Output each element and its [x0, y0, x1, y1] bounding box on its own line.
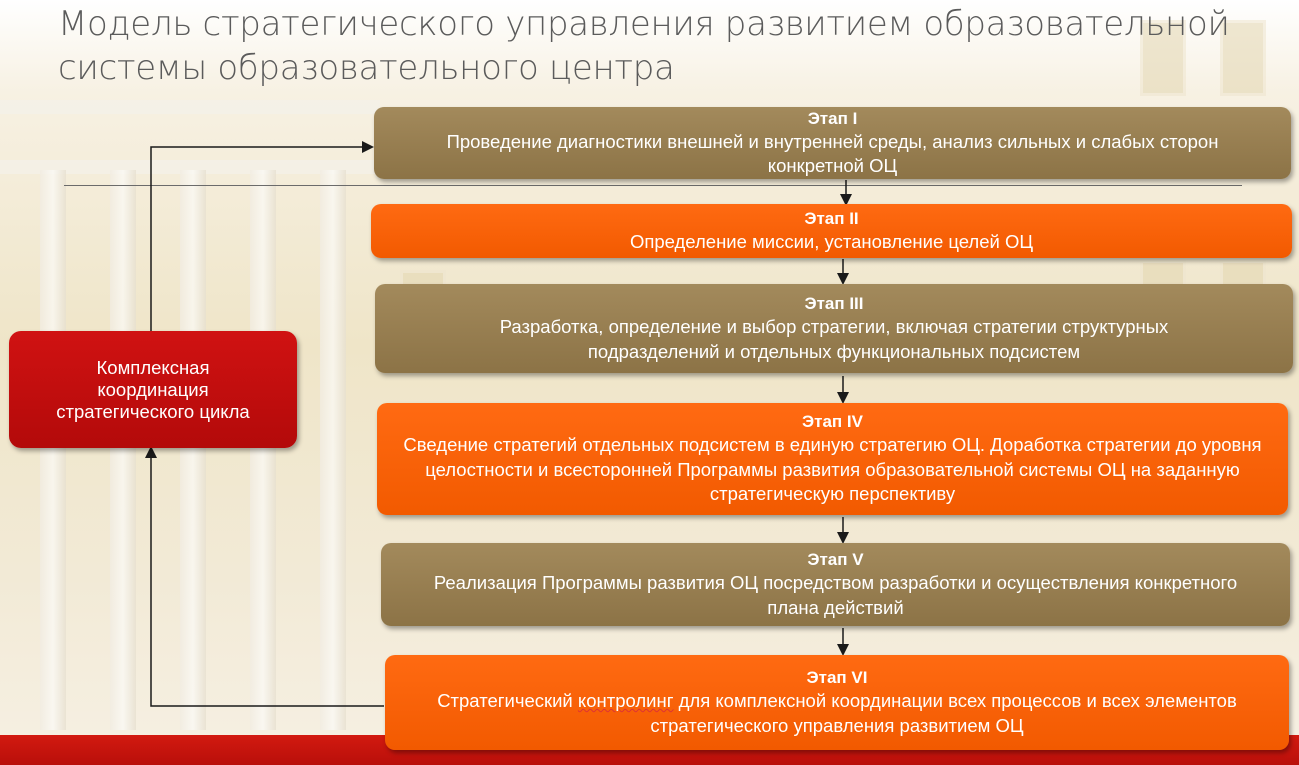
stage-1: Этап I Проведение диагностики внешней и …	[374, 107, 1291, 179]
stage-5-heading: Этап V	[807, 550, 864, 569]
stage-4-text: Сведение стратегий отдельных подсистем в…	[403, 434, 1262, 505]
stage-6-text-c: для комплексной координации всех процесс…	[650, 690, 1237, 736]
loop-to-stage-1	[150, 141, 374, 331]
stage-6: Этап VI Стратегический контролинг для ко…	[385, 655, 1289, 750]
stage-5: Этап V Реализация Программы развития ОЦ …	[381, 543, 1290, 626]
stage-6-text-a: Стратегический	[437, 690, 578, 711]
stage-1-heading: Этап I	[807, 108, 858, 128]
stage-6-text-b: контролинг	[577, 690, 674, 711]
stage-3-heading: Этап III	[804, 294, 864, 313]
stage-2: Этап II Определение миссии, установление…	[371, 204, 1292, 258]
stage-1-text: Проведение диагностики внешней и внутрен…	[446, 130, 1219, 177]
stage-6-text: Стратегический контролинг для комплексно…	[395, 689, 1279, 738]
coordination-box: Комплексная координация стратегического …	[9, 331, 297, 448]
stage-3: Этап III Разработка, определение и выбор…	[375, 284, 1293, 373]
stage-6-heading: Этап VI	[806, 668, 868, 687]
stage-4-heading: Этап IV	[802, 412, 863, 432]
page-title: Модель стратегического управления развит…	[58, 4, 1230, 88]
divider-line	[64, 185, 1242, 186]
stage-4: Этап IV Сведение стратегий отдельных под…	[377, 403, 1288, 515]
stage-5-text: Реализация Программы развития ОЦ посредс…	[433, 572, 1238, 618]
loop-from-stage-6	[145, 446, 384, 707]
stage-2-heading: Этап II	[804, 208, 859, 228]
stage-3-text: Разработка, определение и выбор стратеги…	[499, 316, 1169, 362]
stage-2-text: Определение миссии, установление целей О…	[629, 230, 1034, 252]
